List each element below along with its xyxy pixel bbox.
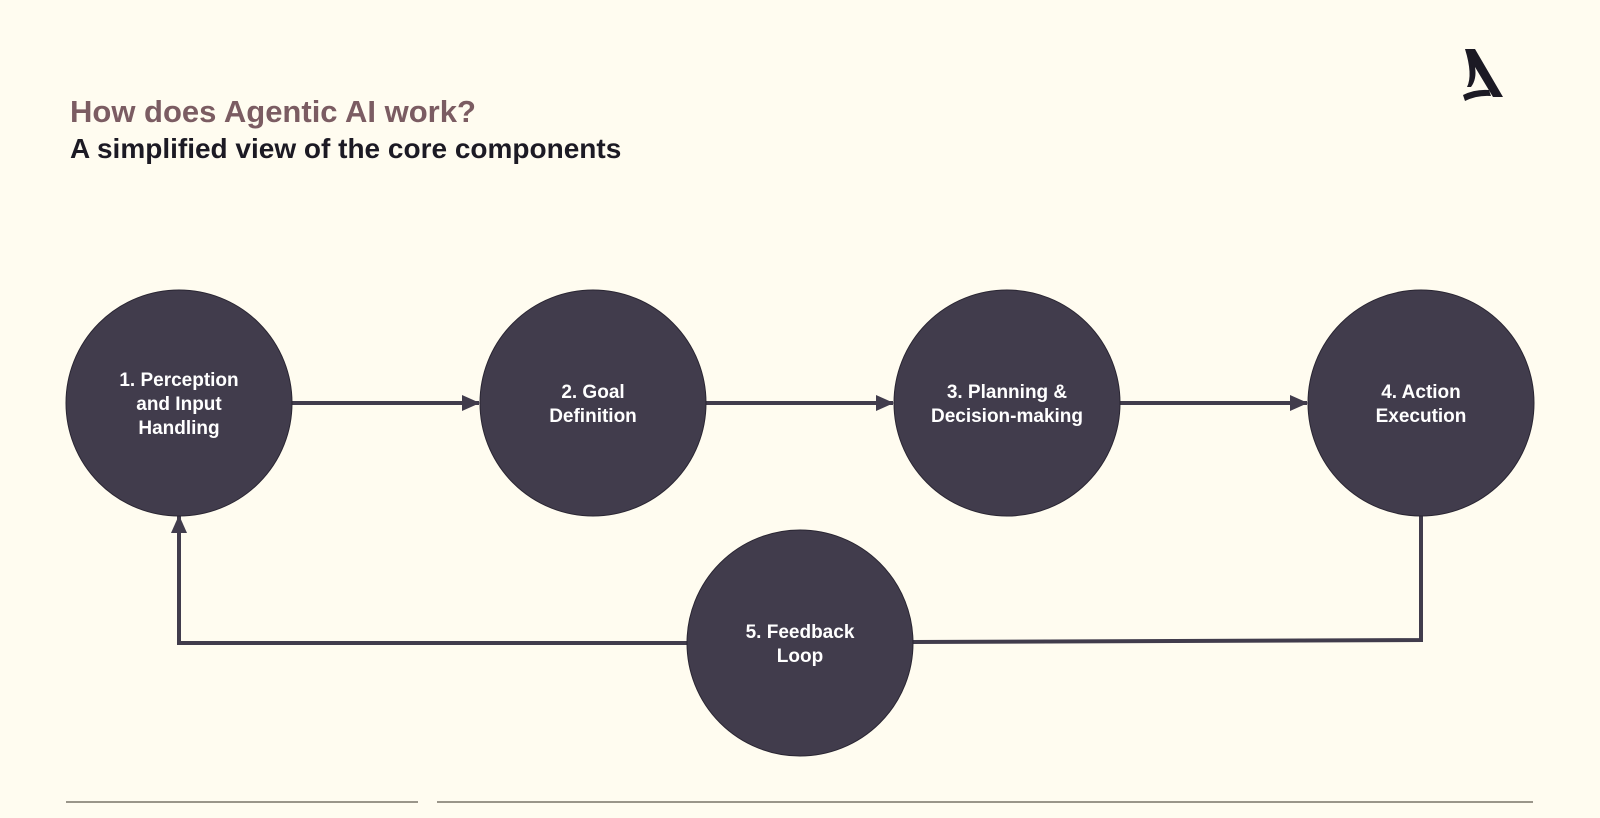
- node-4: 4. Action Execution: [1307, 289, 1535, 517]
- node-5-line-2: Loop: [777, 646, 823, 667]
- connector-4-to-5: [911, 516, 1423, 644]
- footer-divider-left: [66, 801, 418, 803]
- node-1: 1. Perception and Input Handling: [65, 289, 293, 517]
- footer-divider-right: [437, 801, 1533, 803]
- node-2-line-2: Definition: [549, 406, 637, 427]
- node-3-line-1: 3. Planning &: [947, 382, 1068, 403]
- node-3-line-2: Decision-making: [931, 406, 1083, 427]
- node-2-line-1: 2. Goal: [561, 382, 624, 403]
- node-1-line-3: Handling: [138, 418, 219, 439]
- arrow-5-to-1: [171, 515, 687, 645]
- node-5: 5. Feedback Loop: [686, 529, 914, 757]
- logo-icon: [1463, 49, 1503, 101]
- node-4-line-2: Execution: [1376, 406, 1467, 427]
- node-5-line-1: 5. Feedback: [746, 622, 855, 643]
- node-4-line-1: 4. Action: [1381, 382, 1461, 403]
- page-subtitle: A simplified view of the core components: [70, 133, 622, 164]
- node-3: 3. Planning & Decision-making: [893, 289, 1121, 517]
- node-1-line-1: 1. Perception: [119, 370, 238, 391]
- node-2: 2. Goal Definition: [479, 289, 707, 517]
- page-title: How does Agentic AI work?: [70, 94, 476, 129]
- node-1-line-2: and Input: [136, 394, 222, 415]
